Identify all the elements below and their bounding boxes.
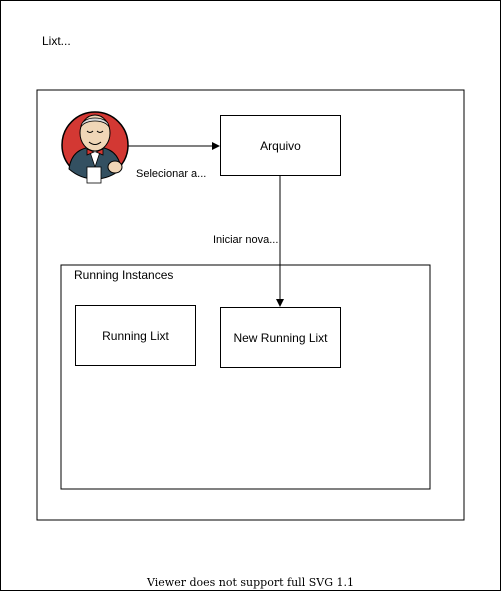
diagram-title: Lixt... bbox=[42, 34, 71, 48]
edge-start-new-arrowhead bbox=[276, 299, 284, 307]
running-instances-container bbox=[60, 264, 431, 490]
outer-container bbox=[36, 89, 465, 521]
node-new-running-lixt: New Running Lixt bbox=[220, 307, 341, 368]
node-running-lixt: Running Lixt bbox=[75, 305, 196, 366]
node-running-instances-label: Running Instances bbox=[74, 268, 174, 282]
node-arquivo: Arquivo bbox=[220, 115, 341, 176]
jenkins-logo bbox=[61, 111, 129, 184]
edge-start-new-label: Iniciar nova... bbox=[213, 234, 279, 247]
edge-select-arrowhead bbox=[212, 142, 220, 150]
viewer-support-note: Viewer does not support full SVG 1.1 bbox=[147, 576, 354, 589]
edge-select-label: Selecionar a... bbox=[136, 168, 207, 181]
